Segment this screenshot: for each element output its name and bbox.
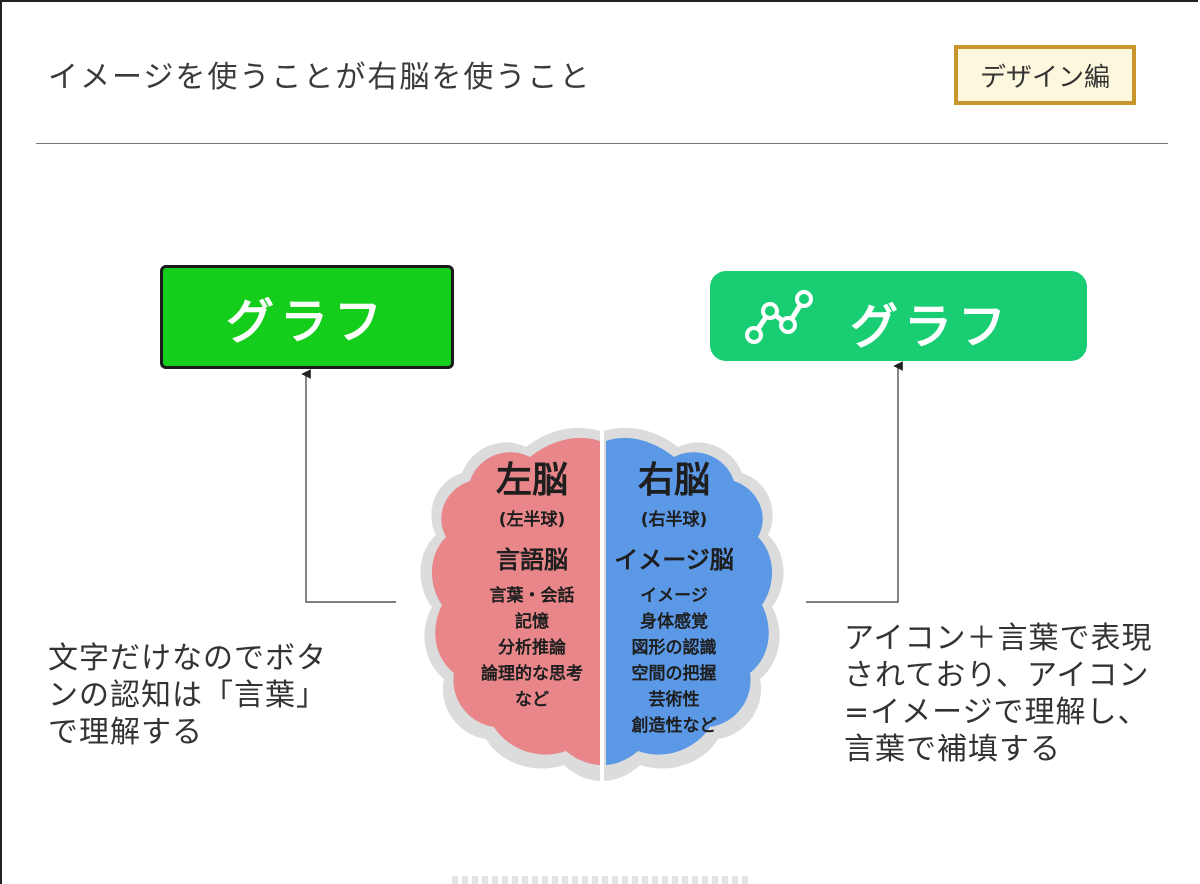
right-caption-line: アイコン＋言葉で表現 xyxy=(844,621,1153,656)
brain-diagram: 左脳 (左半球) 言語脳 言葉・会話 記憶 分析推論 論理的な思考 など 右脳 … xyxy=(414,425,790,785)
left-brain-item: 記憶 xyxy=(515,612,549,632)
right-brain-functions: イメージ 身体感覚 図形の認識 空間の把握 芸術性 創造性など xyxy=(584,583,764,739)
left-caption: 文字だけなのでボタ ンの認知は「言葉」 で理解する xyxy=(48,640,368,751)
right-brain-title: 右脳 xyxy=(637,460,710,501)
brain-illustration xyxy=(420,427,784,781)
right-brain-type: イメージ脳 xyxy=(614,546,734,574)
right-brain-subtitle: (右半球) xyxy=(640,510,708,530)
left-hemisphere xyxy=(431,437,600,765)
slide-title: イメージを使うことが右脳を使うこと xyxy=(48,60,592,95)
left-brain-functions: 言葉・会話 記憶 分析推論 論理的な思考 など xyxy=(442,583,622,713)
right-arrow xyxy=(806,361,903,603)
right-brain-item: 空間の把握 xyxy=(631,664,717,684)
right-caption-line: 言葉で補填する xyxy=(844,732,1061,767)
icon-graph-button[interactable]: グラフ xyxy=(710,271,1087,361)
left-caption-line: ンの認知は「言葉」 xyxy=(48,678,327,713)
left-brain-text: 左脳 (左半球) 言語脳 言葉・会話 記憶 分析推論 論理的な思考 など xyxy=(442,459,622,713)
left-arrow xyxy=(301,369,396,603)
left-brain-subtitle: (左半球) xyxy=(498,510,566,530)
line-chart-icon xyxy=(745,290,813,344)
left-brain-title: 左脳 xyxy=(495,460,568,501)
text-only-graph-button[interactable]: グラフ xyxy=(160,265,454,369)
right-caption-line: =イメージで理解し、 xyxy=(844,695,1149,730)
right-brain-item: 図形の認識 xyxy=(631,638,717,658)
footer-watermark xyxy=(452,876,752,884)
right-caption: アイコン＋言葉で表現 されており、アイコン =イメージで理解し、 言葉で補填する xyxy=(844,620,1184,768)
right-brain-text: 右脳 (右半球) イメージ脳 イメージ 身体感覚 図形の認識 空間の把握 芸術性… xyxy=(584,459,764,739)
left-brain-item: 論理的な思考 xyxy=(481,664,583,684)
right-brain-item: イメージ xyxy=(640,586,708,606)
right-caption-line: されており、アイコン xyxy=(844,658,1150,693)
left-caption-line: で理解する xyxy=(48,715,203,750)
title-divider xyxy=(36,143,1168,144)
left-brain-item: など xyxy=(515,690,549,710)
right-brain-item: 身体感覚 xyxy=(640,612,708,632)
right-brain-item: 芸術性 xyxy=(648,690,700,710)
right-hemisphere xyxy=(606,437,773,765)
left-brain-item: 分析推論 xyxy=(498,638,566,658)
right-brain-item: 創造性など xyxy=(631,716,717,736)
left-caption-line: 文字だけなのでボタ xyxy=(48,641,327,676)
left-brain-item: 言葉・会話 xyxy=(489,586,575,606)
design-section-badge: デザイン編 xyxy=(954,45,1136,105)
text-only-graph-label: グラフ xyxy=(225,294,388,350)
icon-graph-label: グラフ xyxy=(850,299,1013,355)
left-brain-type: 言語脳 xyxy=(496,546,568,574)
